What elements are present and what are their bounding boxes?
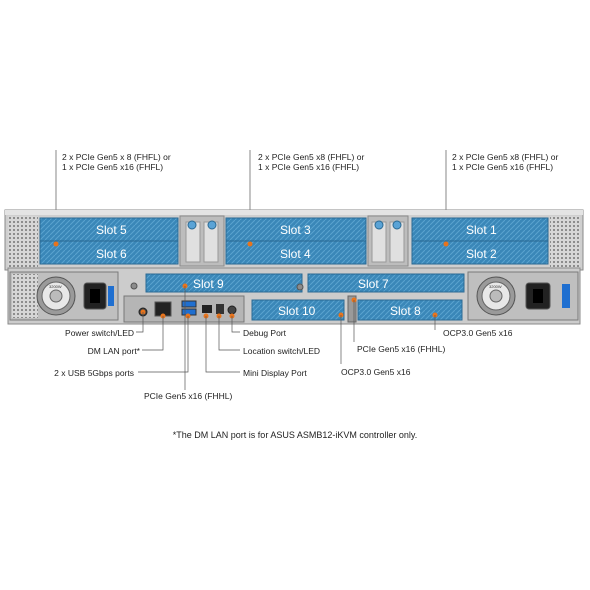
psu-handle[interactable] — [562, 284, 570, 308]
psu-right-label: 3200W — [489, 284, 502, 289]
thumbscrew-icon[interactable] — [207, 220, 217, 230]
slot-6-label: Slot 6 — [96, 247, 127, 261]
thumbscrew-icon[interactable] — [130, 282, 138, 290]
label-pcie-slot9: PCIe Gen5 x16 (FHHL) — [144, 391, 233, 401]
mini-display-port[interactable] — [202, 305, 212, 313]
slot-7-label: Slot 7 — [358, 277, 389, 291]
slot-3-label: Slot 3 — [280, 223, 311, 237]
label-debug-port: Debug Port — [243, 328, 286, 338]
lower-leader-lines — [136, 286, 436, 390]
usb-port[interactable] — [181, 300, 197, 308]
top-label-left: 2 x PCIe Gen5 x 8 (FHFL) or 1 x PCIe Gen… — [62, 152, 171, 172]
label-pcie-fhhl: PCIe Gen5 x16 (FHHL) — [357, 344, 446, 354]
label-mini-display: Mini Display Port — [243, 368, 307, 378]
slot-1-label: Slot 1 — [466, 223, 497, 237]
slot-9-bay — [145, 273, 303, 293]
slot-10-label: Slot 10 — [278, 304, 316, 318]
debug-port[interactable] — [216, 304, 224, 314]
slot-8-label: Slot 8 — [390, 304, 421, 318]
thumbscrew-icon[interactable] — [296, 283, 304, 291]
label-ocp-slot10: OCP3.0 Gen5 x16 — [341, 367, 411, 377]
footnote: *The DM LAN port is for ASUS ASMB12-iKVM… — [172, 430, 418, 440]
slot-5-label: Slot 5 — [96, 223, 127, 237]
label-location-switch: Location switch/LED — [243, 346, 321, 356]
slot-4-label: Slot 4 — [280, 247, 311, 261]
top-label-right: 2 x PCIe Gen5 x8 (FHFL) or 1 x PCIe Gen5… — [452, 152, 559, 172]
psu-handle[interactable] — [108, 286, 114, 306]
slot-10-bay — [251, 299, 345, 321]
thumbscrew-icon[interactable] — [187, 220, 197, 230]
vent-upper-right — [550, 216, 580, 268]
slot-9-label: Slot 9 — [193, 277, 224, 291]
psu-left-label: 3200W — [49, 284, 62, 289]
slot-2-label: Slot 2 — [466, 247, 497, 261]
thumbscrew-icon[interactable] — [392, 220, 402, 230]
top-label-center: 2 x PCIe Gen5 x8 (FHFL) or 1 x PCIe Gen5… — [258, 152, 365, 172]
label-usb: 2 x USB 5Gbps ports — [54, 368, 134, 378]
location-button[interactable] — [227, 305, 237, 315]
vent-upper-left — [8, 216, 38, 268]
label-power-switch: Power switch/LED — [65, 328, 134, 338]
label-ocp-slot8: OCP3.0 Gen5 x16 — [443, 328, 513, 338]
slot-7-bay — [307, 273, 465, 293]
callout-dots-upper — [53, 241, 449, 247]
thumbscrew-icon[interactable] — [374, 220, 384, 230]
label-dm-lan: DM LAN port* — [87, 346, 140, 356]
